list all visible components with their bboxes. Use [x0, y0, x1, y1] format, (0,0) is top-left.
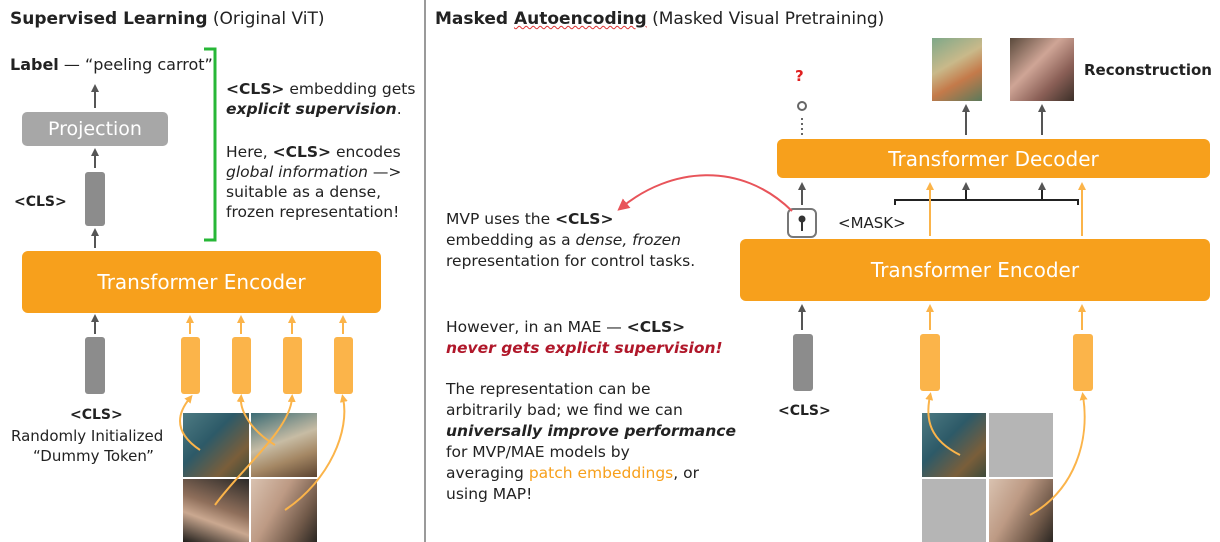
mvp-line-3: representation for control tasks. [446, 252, 696, 270]
right-curve-patch-2 [1029, 392, 1088, 516]
right-patch-token-2 [1073, 334, 1093, 391]
visible-patch-1 [922, 413, 986, 477]
patch-token-2 [232, 337, 251, 394]
cls-embedding-token [85, 172, 105, 226]
repr-line-1: The representation can be [446, 380, 651, 398]
right-patch-token-1 [920, 334, 940, 391]
note-2-cls: <CLS> [272, 143, 332, 161]
label-rest: — “peeling carrot” [58, 55, 213, 74]
note-2-line-4: frozen representation! [226, 203, 400, 221]
pin-icon [798, 215, 806, 223]
dummy-line-1: Randomly Initialized [11, 427, 164, 445]
right-title-bold-a: Masked [435, 9, 514, 29]
mvp-dense: dense, frozen [575, 231, 681, 249]
repr-averaging: averaging [446, 464, 529, 482]
reconstruction-image-1 [932, 38, 982, 101]
note-1-line-2: explicit supervision. [226, 99, 402, 119]
note-2-encodes: encodes [331, 143, 401, 161]
repr-patch-embeddings: patch embeddings [528, 464, 674, 482]
note-1-period: . [396, 100, 402, 118]
mvp-line-1: MVP uses the <CLS> [446, 209, 613, 229]
however-text: However, in an MAE — [446, 318, 627, 336]
patch-token-3 [283, 337, 302, 394]
masked-patch-1 [989, 413, 1053, 477]
right-title-bold-b: Autoencoding [513, 9, 647, 29]
curve-patch-1 [179, 394, 201, 451]
label-text: Label — “peeling carrot” [10, 55, 213, 75]
left-title: Supervised Learning (Original ViT) [10, 9, 324, 29]
masked-patch-2 [922, 479, 986, 542]
note-1-explicit: explicit supervision [226, 100, 397, 118]
repr-or: , or [673, 464, 699, 482]
right-cls-input-token [793, 334, 813, 391]
curve-patch-3 [214, 394, 296, 506]
red-arrow-cls-to-text [617, 174, 793, 212]
repr-line-3: universally improve performance [446, 422, 736, 440]
curve-patch-2 [236, 394, 276, 446]
however-cls: <CLS> [626, 318, 686, 336]
dummy-line-2: “Dummy Token” [33, 447, 154, 465]
cls-input-token [85, 337, 105, 394]
output-circle-icon [797, 101, 807, 111]
repr-line-4: for MVP/MAE models by [446, 443, 630, 461]
image-patch-3 [183, 479, 249, 542]
note-2-line-1: Here, <CLS> encodes [226, 142, 401, 162]
cls-side-label: <CLS> [14, 194, 67, 210]
note-2-line-3: suitable as a dense, [226, 183, 382, 201]
mvp-text-a: MVP uses the [446, 210, 556, 228]
right-title-rest: (Masked Visual Pretraining) [646, 9, 885, 29]
right-curve-patch-1 [925, 392, 961, 456]
left-transformer-encoder: Transformer Encoder [22, 251, 381, 313]
transformer-decoder: Transformer Decoder [777, 139, 1210, 178]
visible-patch-2 [989, 479, 1053, 542]
left-title-rest: (Original ViT) [207, 9, 325, 29]
note-1-line-1: <CLS> embedding gets [226, 79, 415, 99]
mvp-cls: <CLS> [555, 210, 614, 228]
note-2-global: global information [226, 163, 368, 181]
note-2-line-2: global information —> [226, 162, 401, 182]
image-patch-2 [251, 413, 317, 477]
label-bold: Label [10, 55, 59, 74]
note-2-here: Here, [226, 143, 273, 161]
left-title-bold: Supervised Learning [10, 9, 208, 29]
repr-line-2: arbitrarily bad; we find we can [446, 401, 683, 419]
mvp-text-c: embedding as a [446, 231, 576, 249]
reconstruction-image-2 [1010, 38, 1074, 101]
right-cls-bottom-label: <CLS> [778, 403, 831, 419]
cls-bottom-label: <CLS> [70, 407, 123, 423]
patch-token-4 [334, 337, 353, 394]
image-patch-4 [251, 479, 317, 542]
never-supervised-text: never gets explicit supervision! [446, 339, 723, 357]
right-encoder-label: Transformer Encoder [870, 258, 1080, 282]
question-mark: ? [795, 67, 804, 85]
projection-box: Projection [22, 112, 168, 146]
however-line-1: However, in an MAE — <CLS> [446, 317, 685, 337]
reconstruction-label: Reconstruction [1084, 61, 1212, 79]
right-title: Masked Autoencoding (Masked Visual Pretr… [435, 9, 884, 29]
projection-label: Projection [48, 118, 142, 140]
mask-bracket [894, 199, 1079, 205]
note-2-arrow: —> [367, 163, 402, 181]
right-transformer-encoder: Transformer Encoder [740, 239, 1210, 301]
patch-token-1 [181, 337, 200, 394]
panel-divider [424, 0, 426, 542]
repr-line-6: using MAP! [446, 485, 533, 503]
green-bracket [204, 47, 217, 242]
decoder-label: Transformer Decoder [888, 146, 1099, 171]
repr-line-5: averaging patch embeddings, or [446, 463, 699, 483]
mask-token-label: <MASK> [838, 214, 906, 232]
note-1-text: embedding gets [284, 80, 416, 98]
mvp-line-2: embedding as a dense, frozen [446, 230, 681, 250]
curve-patch-4 [284, 394, 348, 511]
note-1-cls: <CLS> [226, 80, 285, 98]
left-encoder-label: Transformer Encoder [97, 270, 306, 294]
